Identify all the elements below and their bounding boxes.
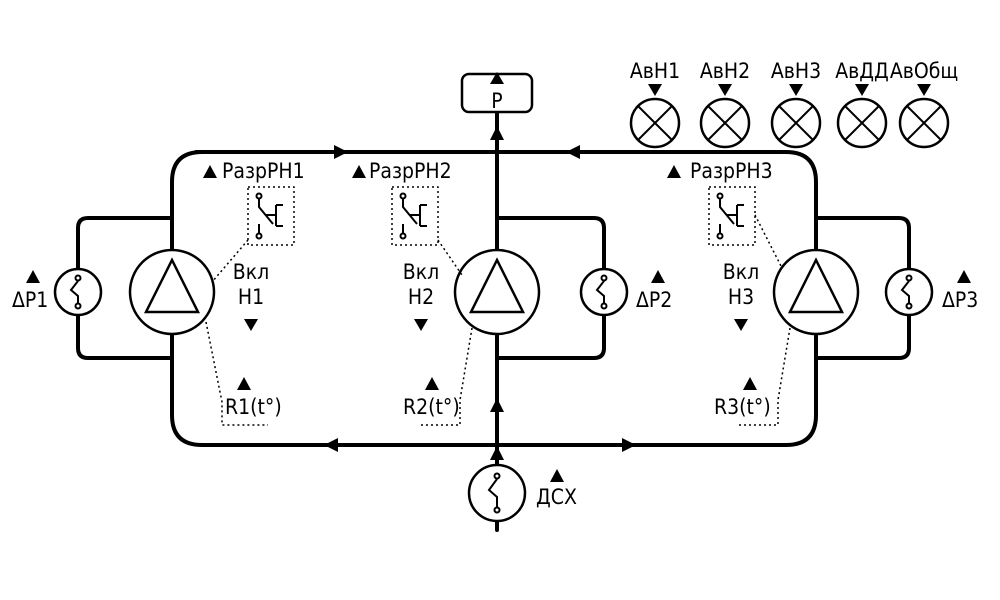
permit-input-icon [203,165,217,178]
dry-run-sensor-label: ДСХ [536,485,577,509]
flow-arrow-riser-inlet [490,446,504,460]
pressure-sensor: P [460,72,534,114]
dp3-sensor: ΔP3 [884,267,978,317]
pump3-run-label-1: Вкл [723,260,759,284]
dp-input-icon [957,270,971,283]
flow-arrows [324,126,636,460]
alarm-lamp-avn3: АвН3 [770,59,822,149]
pump2-run-label-1: Вкл [403,260,439,284]
run-output-icon [734,319,748,331]
pump-1-group: РазрРН1 Вкл Н1 R1(t°) ΔP1 [12,159,305,426]
dp2-sensor: ΔP2 [579,267,672,317]
pump-triangle-icon [143,257,201,314]
pump3-permit-label: РазрРН3 [690,159,773,183]
alarm-label: АвОбщ [890,59,958,83]
pump-1 [128,248,216,336]
pump-triangle-icon [787,257,845,314]
run-output-icon [244,319,258,331]
alarm-lamp-avn2: АвН2 [699,59,751,149]
dp-input-icon [651,270,665,283]
pump2-permit-label: РазрРН2 [369,159,452,183]
pump-triangle-icon [468,257,526,314]
alarm-input-icon [917,84,931,96]
permit-input-icon [352,165,366,178]
pump-2-group: РазрРН2 Вкл Н2 R2(t°) ΔP2 [352,159,672,426]
alarm-label: АвН1 [630,59,680,83]
run-output-icon [414,319,428,331]
pump1-temp-label: R1(t°) [225,395,282,419]
permit-switch-icon [391,186,439,246]
alarm-lamps: АвН1 АвН2 АвН3 АвДД АвОбщ [629,59,958,149]
flow-arrow-riser-lower [490,398,504,412]
pressure-switch-icon [467,463,527,523]
pressure-switch-icon [579,267,629,317]
pressure-switch-icon [884,267,934,317]
pump3-temp-label: R3(t°) [714,395,771,419]
alarm-input-icon [855,84,869,96]
alarm-lamp-avobshch: АвОбщ [890,59,958,149]
alarm-input-icon [648,84,662,96]
permit-switch-icon [247,186,295,246]
pump2-dp-label: ΔP2 [636,288,672,312]
pressure-sensor-label: P [491,89,502,113]
alarm-lamp-avdd: АвДД [835,59,889,149]
pump-2 [453,248,541,336]
temp-input-icon [743,377,757,390]
permit-switch-icon [708,186,756,246]
pump2-run-label-2: Н2 [408,285,434,309]
alarm-input-icon [789,84,803,96]
dp-input-icon [26,270,40,283]
main-loop-pipe [170,150,818,447]
pump3-dp-label: ΔP3 [942,288,978,312]
alarm-label: АвН3 [771,59,821,83]
pump-3-group: РазрРН3 Вкл Н3 R3(t°) ΔP3 [667,159,978,426]
pump3-run-label-2: Н3 [728,285,754,309]
temp-input-icon [425,377,439,390]
pump1-run-label-2: Н1 [238,285,264,309]
pump1-permit-label: РазрРН1 [222,159,305,183]
pump-3 [772,248,860,336]
dry-run-sensor: ДСХ [467,463,577,523]
flow-arrow-top-left [334,145,348,159]
pump1-dp-label: ΔP1 [12,288,48,312]
pressure-switch-icon [53,267,103,317]
flow-arrow-top-right [566,145,580,159]
flow-arrow-riser-upper [490,126,504,140]
dp1-sensor: ΔP1 [12,267,103,317]
pressure-sensor-input-icon [490,72,504,84]
alarm-label: АвН2 [700,59,750,83]
temp-input-icon [237,377,251,390]
flow-arrow-bottom-left [324,438,338,452]
pump2-temp-label: R2(t°) [403,395,460,419]
alarm-lamp-avn1: АвН1 [629,59,681,149]
alarm-label: АвДД [835,59,889,83]
dry-run-input-icon [550,469,564,482]
alarm-input-icon [718,84,732,96]
flow-arrow-bottom-right [622,438,636,452]
permit-input-icon [667,165,681,178]
pump1-run-label-1: Вкл [233,260,269,284]
